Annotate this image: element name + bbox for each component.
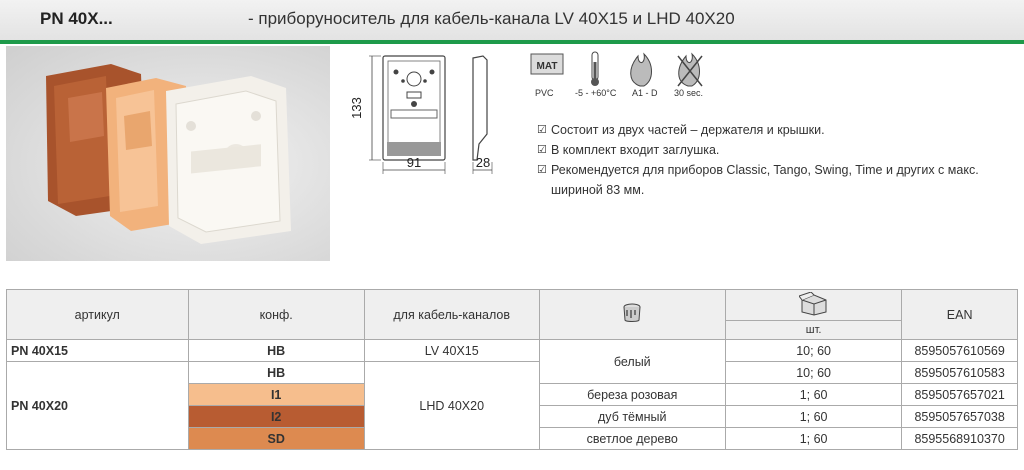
material-icon: MAT	[530, 53, 564, 75]
ean-cell: 8595568910370	[901, 427, 1018, 450]
config-cell: SD	[187, 427, 365, 450]
feature-list: ☑Состоит из двух частей – держателя и кр…	[537, 120, 997, 200]
pack-cell: 10; 60	[724, 339, 903, 362]
material-badge: MAT	[537, 61, 558, 72]
article-cell: PN 40X20	[6, 361, 189, 450]
material-label: PVC	[535, 88, 554, 98]
color-cell: белый	[538, 339, 726, 384]
config-cell: I1	[187, 383, 365, 406]
product-photo	[6, 46, 330, 261]
ean-cell: 8595057657021	[901, 383, 1018, 406]
channel-cell: LV 40X15	[363, 339, 540, 362]
config-cell: I2	[187, 405, 365, 428]
article-cell: PN 40X15	[6, 339, 189, 362]
pack-cell: 10; 60	[724, 361, 903, 384]
header-color	[538, 289, 726, 340]
feature-item: ☑В комплект входит заглушка.	[537, 140, 997, 160]
depth-dimension: 28	[476, 155, 490, 170]
feature-item: ☑Рекомендуется для приборов Classic, Tan…	[537, 160, 997, 200]
check-icon: ☑	[537, 164, 547, 176]
check-icon: ☑	[537, 144, 547, 156]
product-subtitle: - приборуноситель для кабель-канала LV 4…	[248, 9, 735, 28]
box-icon	[797, 290, 827, 316]
ean-cell: 8595057610569	[901, 339, 1018, 362]
color-cell: светлое дерево	[538, 427, 726, 450]
property-icons: MAT	[528, 50, 718, 102]
thermometer-icon	[591, 51, 599, 86]
table-row: PN 40X15 HB LV 40X15 белый 10; 60 859505…	[6, 339, 1018, 384]
header-pack	[724, 289, 903, 321]
color-cell: береза розовая	[538, 383, 726, 406]
header-article: артикул	[6, 289, 189, 340]
specification-table: артикул конф. для кабель-каналов EAN	[6, 289, 1018, 450]
color-cell: дуб тёмный	[538, 405, 726, 428]
flame-class-label: A1 - D	[632, 88, 658, 98]
pack-cell: 1; 60	[724, 427, 903, 450]
product-boxes-illustration	[46, 64, 291, 244]
header-config: конф.	[187, 289, 365, 340]
check-icon: ☑	[537, 124, 547, 136]
paint-bucket-icon	[623, 303, 641, 322]
header-channel: для кабель-каналов	[363, 289, 540, 340]
temperature-label: -5 - +60°C	[575, 88, 617, 98]
table-row: PN 40X20 HB LHD 40X20 10; 60 85950576105…	[6, 361, 1018, 450]
pack-cell: 1; 60	[724, 405, 903, 428]
flame-icon	[630, 52, 652, 87]
header-ean: EAN	[901, 289, 1018, 340]
config-cell: HB	[187, 361, 365, 384]
ean-cell: 8595057657038	[901, 405, 1018, 428]
header-accent-line	[0, 40, 1024, 44]
page-header	[0, 0, 1024, 40]
width-dimension: 91	[407, 155, 421, 170]
table-row: I2 дуб тёмный 1; 60 8595057657038	[7, 405, 1018, 428]
crossed-flame-icon	[677, 52, 703, 87]
header-pack-unit: шт.	[724, 320, 903, 340]
ean-cell: 8595057610583	[901, 361, 1018, 384]
table-row: SD светлое дерево 1; 60 8595568910370	[7, 427, 1018, 450]
pack-cell: 1; 60	[724, 383, 903, 406]
height-dimension: 133	[349, 97, 364, 119]
config-cell: HB	[187, 339, 365, 362]
fire-resistance-label: 30 sec.	[674, 88, 704, 98]
feature-item: ☑Состоит из двух частей – держателя и кр…	[537, 120, 997, 140]
channel-cell: LHD 40X20	[363, 361, 540, 450]
dimension-drawing: 133 91 28	[345, 46, 515, 186]
product-code: PN 40X...	[40, 9, 113, 28]
